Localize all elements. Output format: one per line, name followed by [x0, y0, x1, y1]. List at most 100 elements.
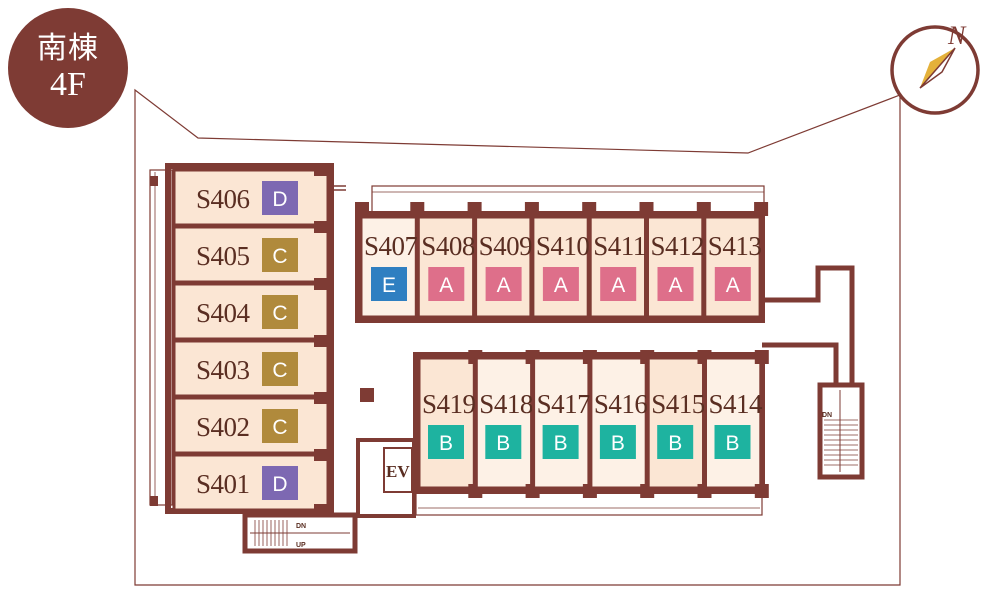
unit-type-letter: A [611, 274, 625, 297]
unit-label: S406 [196, 184, 250, 214]
unit-type-badge [714, 425, 751, 459]
unit-type-badge [657, 267, 694, 301]
south-west-stairs: DN UP [242, 512, 358, 554]
unit-type-letter: A [439, 274, 453, 297]
unit-type-letter: A [668, 274, 682, 297]
unit-type-badge [262, 352, 298, 386]
unit-type-letter: D [272, 473, 287, 496]
compass-north-label: N [947, 21, 967, 50]
unit-s403[interactable]: S403 C [172, 339, 330, 398]
floor-badge: 南棟 4F [8, 8, 128, 128]
unit-s402-room [172, 396, 330, 455]
unit-s403-room [172, 339, 330, 398]
sw-stairs-up: UP [296, 542, 306, 549]
unit-s415-room [646, 356, 706, 490]
unit-type-badge [714, 267, 751, 301]
pillar [314, 335, 328, 347]
unit-s419-room [417, 356, 476, 490]
unit-s405[interactable]: S405 C [172, 225, 330, 284]
unit-type-letter: A [554, 274, 568, 297]
unit-label: S415 [651, 389, 705, 419]
pillar [582, 202, 597, 216]
elevator-label: EV [386, 462, 410, 481]
unit-label: S407 [364, 231, 418, 261]
unit-label: S418 [479, 389, 533, 419]
pillar [754, 350, 769, 364]
unit-label: S419 [422, 389, 476, 419]
unit-type-letter: B [725, 432, 739, 455]
pillar [696, 202, 711, 216]
unit-type-badge [262, 238, 298, 272]
pillar [524, 202, 539, 216]
unit-s414-room [704, 356, 763, 490]
unit-s405-room [172, 225, 330, 284]
unit-s406[interactable]: S406 D [172, 168, 330, 227]
unit-label: S413 [708, 231, 762, 261]
unit-label: S410 [536, 231, 590, 261]
unit-type-letter: C [272, 359, 287, 382]
unit-label: S403 [196, 355, 250, 385]
unit-type-badge [428, 425, 464, 459]
unit-label: S405 [196, 241, 250, 271]
compass: N [890, 21, 980, 115]
unit-type-letter: C [272, 416, 287, 439]
unit-s404-room [172, 282, 330, 341]
unit-type-badge [599, 425, 636, 459]
unit-type-badge [371, 267, 407, 301]
unit-type-letter: B [554, 432, 568, 455]
elevator: EV [356, 438, 416, 518]
unit-label: S414 [709, 389, 764, 419]
unit-type-badge [485, 425, 522, 459]
pillar [639, 202, 654, 216]
unit-type-letter: C [272, 245, 287, 268]
building-name: 南棟 [37, 31, 99, 67]
pillar [314, 221, 328, 233]
pillar [410, 202, 425, 216]
unit-label: S408 [421, 231, 475, 261]
pillar [314, 392, 328, 404]
unit-type-badge [600, 267, 637, 301]
unit-type-letter: C [272, 302, 287, 325]
unit-type-letter: B [439, 432, 453, 455]
unit-type-letter: B [496, 432, 510, 455]
sw-stairs-dn: DN [296, 523, 306, 530]
unit-label: S409 [479, 231, 533, 261]
floor-number: 4F [50, 65, 86, 103]
unit-s417-room [532, 356, 591, 490]
unit-type-badge [428, 267, 465, 301]
unit-s418-room [474, 356, 534, 490]
unit-type-badge [485, 267, 522, 301]
east-corridor: DN [762, 265, 865, 480]
pillar [754, 484, 769, 498]
unit-type-badge [262, 181, 298, 215]
north-wing [355, 185, 765, 323]
unit-s404[interactable]: S404 C [172, 282, 330, 341]
unit-type-badge [542, 425, 579, 459]
unit-type-letter: B [611, 432, 625, 455]
unit-type-letter: E [382, 274, 396, 297]
unit-label: S412 [651, 231, 705, 261]
unit-type-letter: A [726, 274, 740, 297]
unit-type-badge [657, 425, 694, 459]
unit-type-letter: D [272, 188, 287, 211]
pillar [314, 449, 328, 461]
pillar [314, 278, 328, 290]
unit-label: S404 [196, 298, 251, 328]
unit-type-badge [262, 295, 298, 329]
